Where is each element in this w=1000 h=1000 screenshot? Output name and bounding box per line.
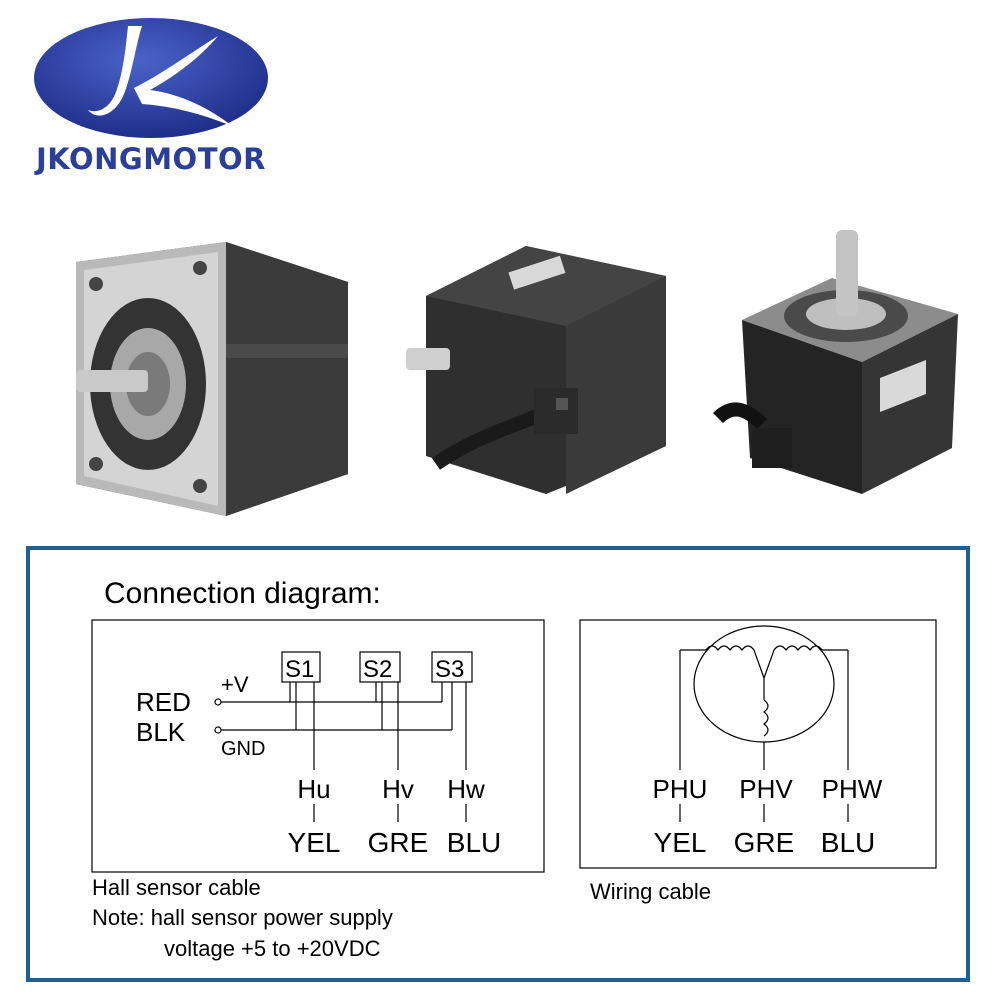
brand-logo: JKONGMOTOR: [24, 14, 278, 184]
hall-signal-label: Hw: [447, 774, 485, 804]
hall-wiring: [214, 682, 467, 822]
sensor-s2-box: [359, 651, 401, 683]
wire-blk-label: BLK: [136, 717, 186, 747]
ground-label: GND: [221, 738, 265, 760]
hall-color-label: YEL: [288, 827, 341, 858]
sensor-label: S1: [285, 656, 314, 683]
phase-color-label: GRE: [734, 827, 795, 858]
hall-signal-label: Hv: [382, 774, 414, 804]
wire-red-label: RED: [136, 687, 191, 717]
phase-label: PHW: [822, 774, 883, 804]
sensor-label: S2: [363, 656, 392, 683]
winding-schematic: [679, 625, 849, 822]
hall-sensor-box: [91, 619, 545, 873]
phase-color-label: YEL: [654, 827, 707, 858]
motor-top-view-photo: [713, 230, 958, 494]
phase-label: PHV: [739, 774, 793, 804]
phase-label: PHU: [653, 774, 708, 804]
hall-note-line2: voltage +5 to +20VDC: [164, 936, 381, 961]
motor-back-view-photo: [406, 246, 666, 494]
sensor-label: S3: [435, 656, 464, 683]
brand-name: JKONGMOTOR: [36, 142, 266, 176]
hall-caption: Hall sensor cable: [92, 875, 261, 900]
hall-color-label: GRE: [368, 827, 429, 858]
hall-color-label: BLU: [447, 827, 501, 858]
logo-mark-icon: [34, 18, 268, 138]
supply-label: +V: [221, 672, 249, 697]
diagram-title: Connection diagram:: [104, 577, 381, 610]
product-photos: [0, 220, 1000, 520]
connection-diagram-frame: [26, 546, 970, 982]
hall-signal-label: Hu: [297, 774, 330, 804]
hall-note-line1: Note: hall sensor power supply: [92, 905, 393, 930]
sensor-s1-box: [281, 651, 321, 683]
motor-front-view-photo: [76, 242, 348, 516]
winding-box: [579, 619, 937, 869]
winding-caption: Wiring cable: [590, 879, 711, 904]
phase-color-label: BLU: [821, 827, 875, 858]
